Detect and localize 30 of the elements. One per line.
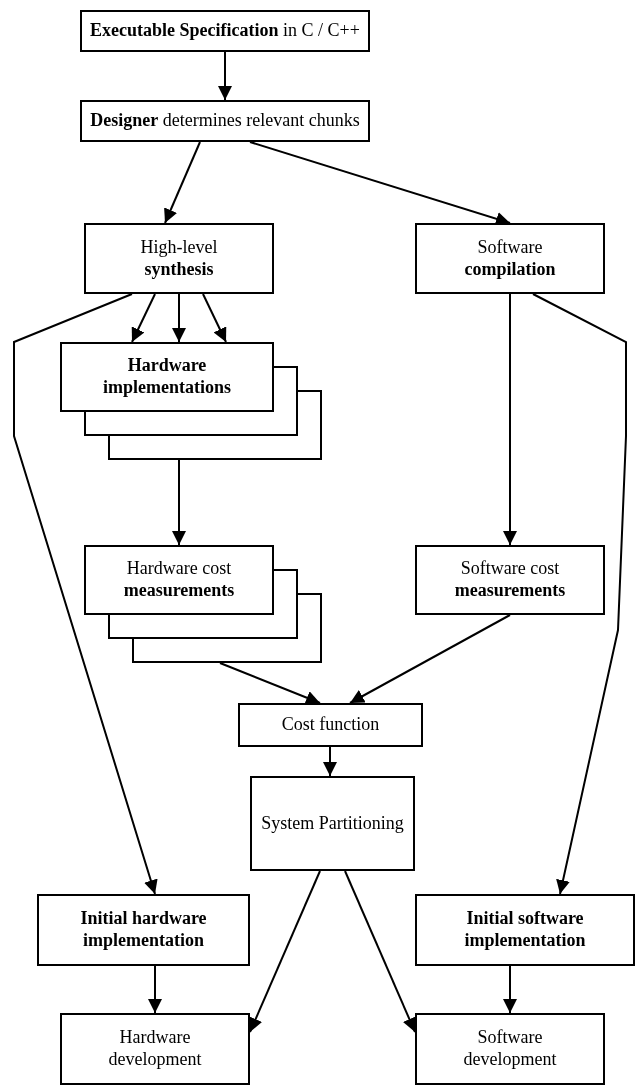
arrow bbox=[249, 870, 321, 1033]
arrow bbox=[532, 293, 627, 895]
box-label: Software compilation bbox=[463, 236, 557, 281]
arrow bbox=[218, 51, 232, 101]
box-label: Software cost measurements bbox=[453, 558, 567, 602]
box-label: Designer determines relevant chunks bbox=[90, 110, 360, 132]
box-label: High-level synthesis bbox=[139, 236, 219, 281]
arrow bbox=[503, 293, 517, 546]
arrow bbox=[148, 965, 162, 1014]
box-label: Hardware development bbox=[107, 1027, 203, 1071]
box-label: Executable Specification in C / C++ bbox=[90, 20, 360, 42]
arrow bbox=[219, 662, 321, 705]
arrow bbox=[323, 746, 337, 777]
box-label: Initial software implementation bbox=[463, 908, 587, 952]
box-label: Cost function bbox=[281, 714, 380, 736]
box-label: Software development bbox=[462, 1027, 558, 1071]
arrow bbox=[131, 293, 156, 343]
arrow bbox=[172, 459, 186, 546]
arrow bbox=[503, 965, 517, 1014]
arrow bbox=[172, 293, 186, 343]
box-label: Initial hardware implementation bbox=[79, 908, 208, 952]
arrow bbox=[164, 141, 201, 224]
arrow bbox=[13, 293, 158, 895]
box-label: Hardware cost measurements bbox=[122, 558, 236, 602]
box-label: System Partitioning bbox=[261, 812, 404, 835]
arrow bbox=[349, 614, 511, 704]
arrow bbox=[249, 141, 511, 226]
arrow bbox=[202, 293, 227, 343]
box-label: Hardware implementations bbox=[102, 355, 232, 399]
arrow bbox=[344, 870, 416, 1033]
